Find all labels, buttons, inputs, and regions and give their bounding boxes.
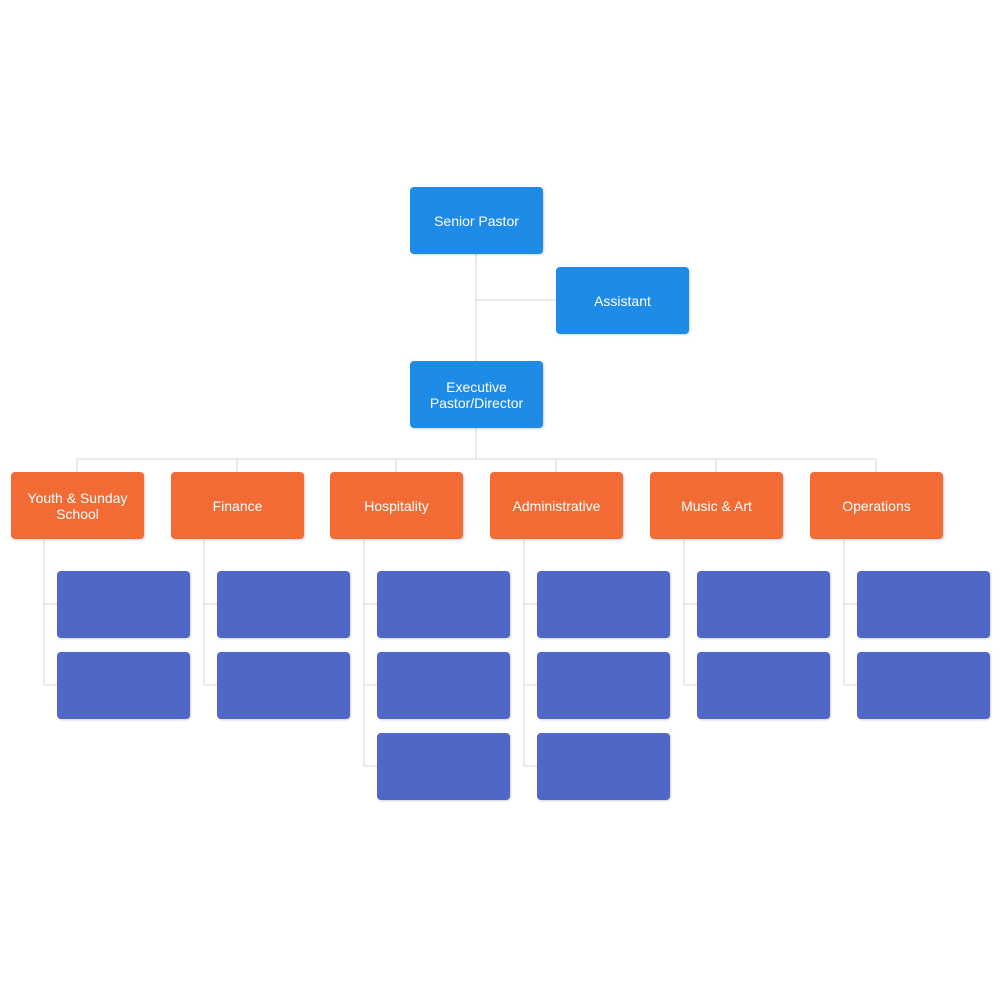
node-operations-sub-1[interactable] <box>857 571 990 638</box>
node-finance-sub-2[interactable] <box>217 652 350 719</box>
node-dept-administrative[interactable]: Administrative <box>490 472 623 539</box>
node-hospitality-sub-1[interactable] <box>377 571 510 638</box>
node-music-sub-1[interactable] <box>697 571 830 638</box>
node-hospitality-sub-2[interactable] <box>377 652 510 719</box>
node-finance-sub-1[interactable] <box>217 571 350 638</box>
node-dept-youth-sunday-school[interactable]: Youth & Sunday School <box>11 472 144 539</box>
node-dept-music-art[interactable]: Music & Art <box>650 472 783 539</box>
node-operations-sub-2[interactable] <box>857 652 990 719</box>
node-dept-operations[interactable]: Operations <box>810 472 943 539</box>
node-youth-sub-1[interactable] <box>57 571 190 638</box>
node-dept-finance[interactable]: Finance <box>171 472 304 539</box>
node-assistant[interactable]: Assistant <box>556 267 689 334</box>
node-youth-sub-2[interactable] <box>57 652 190 719</box>
node-hospitality-sub-3[interactable] <box>377 733 510 800</box>
node-senior-pastor[interactable]: Senior Pastor <box>410 187 543 254</box>
node-administrative-sub-2[interactable] <box>537 652 670 719</box>
node-dept-hospitality[interactable]: Hospitality <box>330 472 463 539</box>
node-executive-pastor-director[interactable]: Executive Pastor/Director <box>410 361 543 428</box>
node-administrative-sub-1[interactable] <box>537 571 670 638</box>
node-music-sub-2[interactable] <box>697 652 830 719</box>
node-administrative-sub-3[interactable] <box>537 733 670 800</box>
